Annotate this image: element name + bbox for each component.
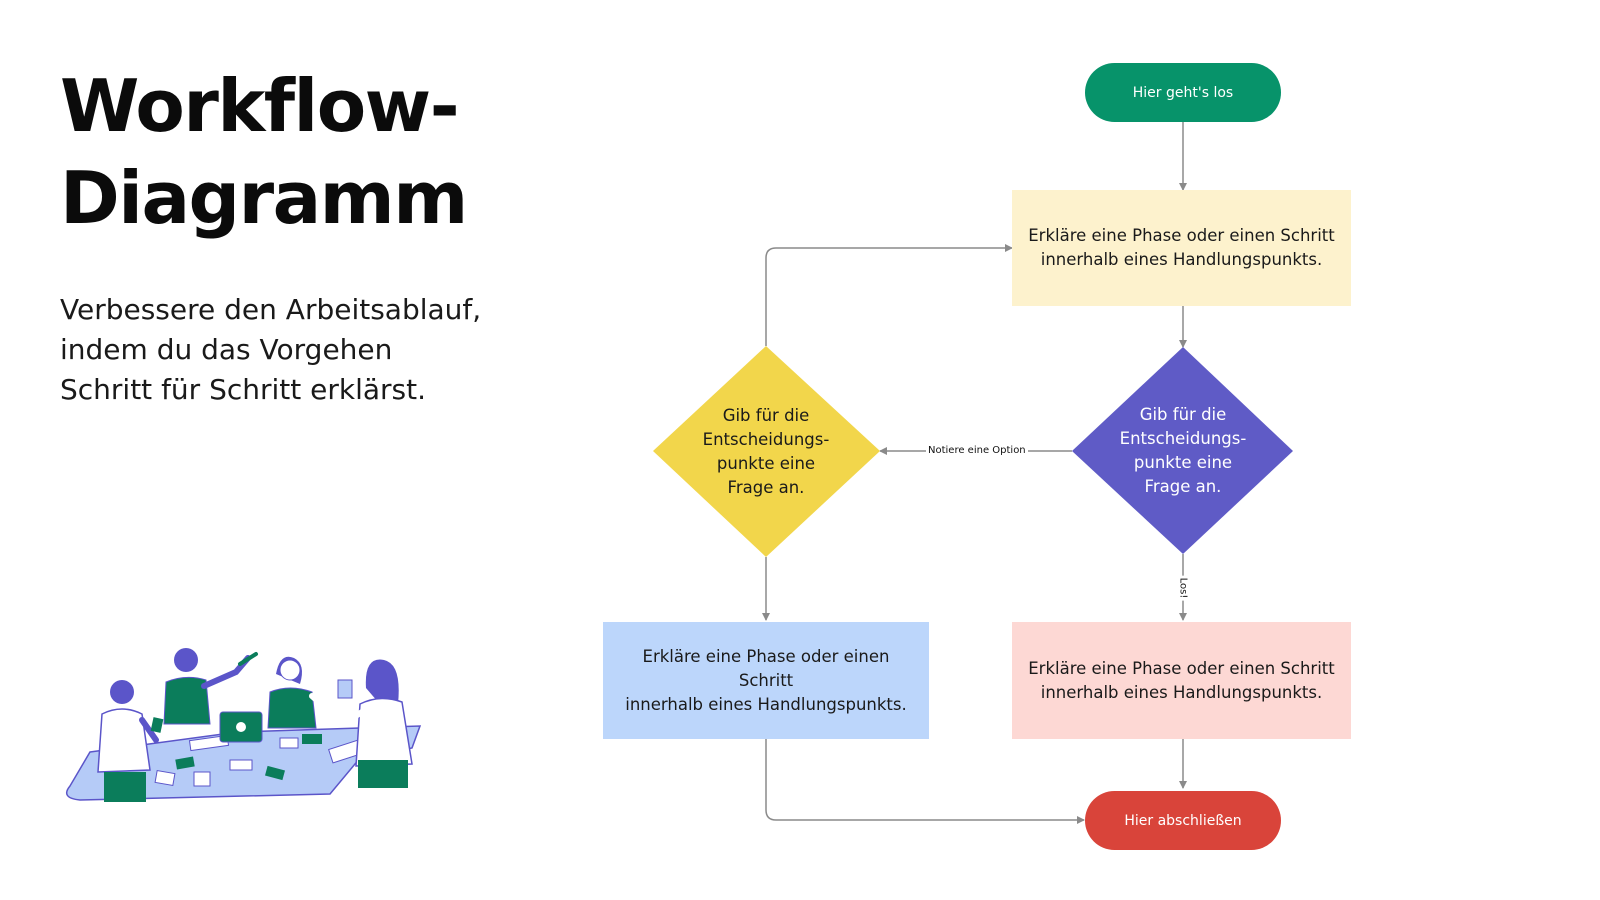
subtitle-line-3: Schritt für Schritt erklärst.: [60, 373, 427, 406]
paper: [279, 737, 299, 749]
note-green: [175, 756, 195, 770]
person-arm: [309, 693, 332, 727]
decision-left-line-4: Frage an.: [727, 478, 805, 497]
card: [337, 679, 353, 699]
subtitle-line-2: indem du das Vorgehen: [60, 333, 393, 366]
decision-right-line-3: punkte eine: [1133, 453, 1233, 472]
end-node[interactable]: Hier abschließen: [1085, 791, 1281, 850]
person-body: [163, 676, 211, 725]
person-body: [97, 708, 151, 773]
edge-step-left-to-end: [765, 739, 1085, 824]
pen: [238, 652, 258, 666]
paper: [193, 771, 211, 787]
note-green: [302, 734, 322, 744]
decision-right-line-1: Gib für die: [1139, 405, 1227, 424]
step-top-line-2: innerhalb eines Handlungspunkts.: [1040, 250, 1323, 269]
person-head: [279, 659, 301, 681]
paper: [229, 759, 253, 771]
person-arm: [341, 687, 365, 728]
page-title: Workflow- Diagramm: [60, 60, 468, 244]
edge-label-los: Los!: [1176, 575, 1189, 601]
note-green: [265, 765, 285, 781]
person-head: [110, 680, 134, 704]
decision-left-line-2: Entscheidungs-: [702, 430, 830, 449]
decision-left-label: Gib für die Entscheidungs- punkte eine F…: [683, 402, 849, 502]
decision-left-line-3: punkte eine: [716, 454, 816, 473]
step-left-line-1: Erkläre eine Phase oder einen Schritt: [642, 646, 890, 690]
subtitle-line-1: Verbessere den Arbeitsablauf,: [60, 293, 482, 326]
person-body: [355, 697, 413, 767]
step-left-node[interactable]: Erkläre eine Phase oder einen Schritt in…: [603, 622, 929, 739]
laptop-logo: [236, 722, 246, 732]
team-illustration: [65, 648, 422, 802]
edge-left-decision-to-step-top: [765, 244, 1013, 346]
card: [150, 717, 164, 733]
person-legs: [104, 772, 146, 802]
step-left-line-2: innerhalb eines Handlungspunkts.: [625, 694, 907, 714]
page-subtitle: Verbessere den Arbeitsablauf, indem du d…: [60, 290, 481, 410]
step-top-node[interactable]: Erkläre eine Phase oder einen Schritt in…: [1012, 190, 1351, 306]
decision-right-label: Gib für die Entscheidungs- punkte eine F…: [1100, 401, 1266, 501]
step-right-node[interactable]: Erkläre eine Phase oder einen Schritt in…: [1012, 622, 1351, 739]
decision-right-line-2: Entscheidungs-: [1119, 429, 1247, 448]
decision-left-line-1: Gib für die: [722, 406, 810, 425]
person-legs: [358, 760, 408, 788]
start-node[interactable]: Hier geht's los: [1085, 63, 1281, 122]
title-line-2: Diagramm: [60, 156, 468, 240]
person-arm: [139, 717, 159, 743]
person-hair: [365, 659, 399, 704]
person-body: [267, 687, 317, 729]
person-head: [174, 648, 198, 672]
title-line-1: Workflow-: [60, 64, 460, 148]
edge-label-option: Notiere eine Option: [926, 445, 1028, 457]
decision-right-line-4: Frage an.: [1144, 477, 1222, 496]
paper: [154, 769, 176, 787]
step-right-line-2: innerhalb eines Handlungspunkts.: [1040, 682, 1323, 702]
step-right-line-1: Erkläre eine Phase oder einen Schritt: [1028, 658, 1335, 678]
step-top-line-1: Erkläre eine Phase oder einen Schritt: [1028, 226, 1335, 245]
